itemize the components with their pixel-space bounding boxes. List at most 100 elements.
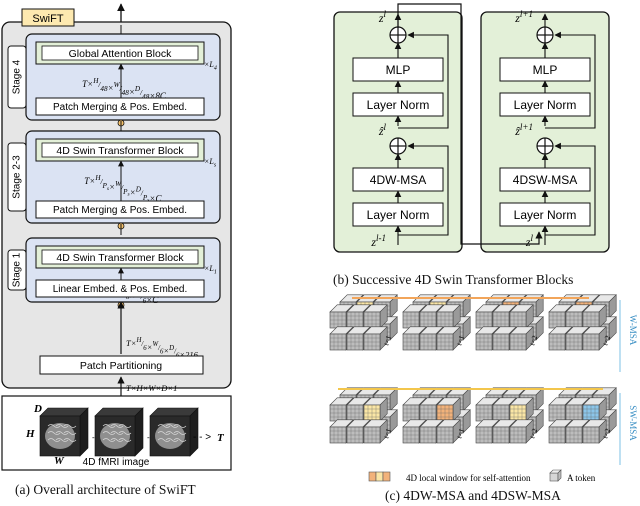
token-cube [436, 397, 461, 422]
attention-box-label: 4DSW-MSA [513, 173, 577, 187]
time-group: t=2 [475, 294, 544, 351]
axis-w-label: W [54, 455, 65, 467]
token-cube [509, 304, 534, 329]
caption-b: (b) Successive 4D Swin Transformer Block… [333, 272, 574, 287]
token-cube [509, 419, 534, 444]
time-group: t=1 [402, 294, 471, 351]
attention-box-label: 4DW-MSA [370, 173, 426, 187]
token-cube [363, 304, 388, 329]
stage-bottom-box [35, 279, 205, 298]
stage-bottom-label: Linear Embed. & Pos. Embed. [53, 284, 188, 295]
token-cube [582, 304, 607, 329]
swin-block-left: MLP Layer Norm 4DW-MSA Layer Norm zl ẑl zl-1 [333, 9, 463, 253]
mlp-box-label: MLP [533, 63, 558, 77]
time-group: t=2 [475, 387, 544, 444]
time-step-label: t=2 [600, 334, 612, 347]
swin-block-right: MLP Layer Norm 4DSW-MSA Layer Norm zl+1 ẑl+1 z… [480, 9, 610, 253]
token-cube [582, 326, 607, 351]
legend-token-icon [549, 469, 562, 482]
time-group: t=1 [329, 294, 398, 351]
stage-bottom-box [35, 200, 205, 219]
repeat-count: ×L1 [204, 264, 217, 276]
msa-row-label: SW-MSA [628, 405, 638, 441]
partition-dims: T×H/6×W/6×D/6×216 [126, 337, 199, 359]
input-dims: T×H×W×D×1 [126, 383, 177, 393]
stage-bottom-label: Patch Merging & Pos. Embed. [53, 205, 187, 216]
swift-badge-label: SwiFT [32, 13, 63, 25]
token-cube [436, 326, 461, 351]
svg-text:-: - [92, 433, 95, 442]
time-step-label: t=2 [527, 334, 539, 347]
stage-label-box [7, 142, 27, 212]
fmri-volume-1: - [39, 407, 95, 457]
time-step-label: t=2 [600, 427, 612, 440]
stage-label-box [7, 249, 27, 291]
axis-t-label: T [217, 432, 225, 444]
block-output-label: zl [378, 9, 387, 25]
axis-h-label: H [25, 428, 35, 440]
stage-label: Stage 2-3 [12, 155, 23, 199]
stage-label: Stage 1 [12, 252, 23, 287]
layer-norm-2-box-label: Layer Norm [514, 98, 577, 112]
time-step-label: t=2 [527, 427, 539, 440]
repeat-count: ×L4 [204, 60, 217, 72]
time-step-label: t=1 [454, 427, 466, 440]
layer-norm-1-box-label: Layer Norm [514, 208, 577, 222]
fmri-volume-2: - [94, 407, 150, 457]
token-cube [582, 397, 607, 422]
token-cube [582, 419, 607, 444]
legend-window-label: 4D local window for self-attention [406, 473, 531, 483]
stage-1: Stage 4 Global Attention Block ×L4T×H/48×W… [7, 33, 221, 132]
svg-text:-: - [147, 433, 150, 442]
token-cube [363, 397, 388, 422]
swift-badge [21, 8, 75, 27]
token-cube [509, 326, 534, 351]
block-mid-label: ẑl [378, 122, 387, 138]
patch-partitioning-label: Patch Partitioning [80, 360, 162, 372]
fmri-input-label: 4D fMRI image [83, 457, 150, 468]
block-input-label: zl-1 [370, 233, 386, 249]
attention-block-label: 4D Swin Transformer Block [56, 145, 184, 157]
attention-block-label: Global Attention Block [69, 48, 172, 60]
time-group: t=2 [548, 294, 617, 351]
stage-dims: T×H/48×W/48×D/48×8C [82, 77, 167, 101]
legend-token-label: A token [567, 473, 596, 483]
layer-norm-1-box-label: Layer Norm [367, 208, 430, 222]
time-group: t=1 [402, 387, 471, 444]
block-input-label: zl [525, 233, 534, 249]
stage-2: Stage 2-34D Swin Transformer Block×LsT×H… [7, 130, 221, 235]
token-cube [363, 419, 388, 444]
time-step-label: t=1 [454, 334, 466, 347]
token-cube [436, 304, 461, 329]
attention-block-label: 4D Swin Transformer Block [56, 252, 184, 264]
caption-c: (c) 4DW-MSA and 4DSW-MSA [385, 488, 561, 503]
msa-row-label: W-MSA [628, 315, 638, 346]
patch-partitioning-box [39, 355, 204, 375]
caption-a: (a) Overall architecture of SwiFT [15, 482, 196, 497]
block-output-label: zl+1 [514, 9, 533, 25]
axis-d-label: D [33, 403, 42, 415]
msa-row-2: t=1 t=1 t=2 t=2 SW-MSA [329, 387, 638, 465]
repeat-count: ×Ls [204, 157, 217, 169]
stage-3: Stage 14D Swin Transformer Block×L1T×H/6… [7, 237, 221, 314]
legend-window-icon [368, 471, 391, 482]
block-connector [397, 3, 543, 245]
block-mid-label: ẑl+1 [514, 122, 533, 138]
time-group: t=1 [329, 387, 398, 444]
stage-label-box [7, 45, 27, 109]
fmri-volume-3 [149, 407, 199, 457]
token-cube [363, 326, 388, 351]
stage-bottom-box [35, 97, 205, 116]
stage-label: Stage 4 [12, 59, 23, 94]
layer-norm-2-box-label: Layer Norm [367, 98, 430, 112]
time-arrow: - - > [193, 432, 211, 443]
token-cube [436, 419, 461, 444]
stage-bottom-label: Patch Merging & Pos. Embed. [53, 102, 187, 113]
mlp-box-label: MLP [386, 63, 411, 77]
token-cube [509, 397, 534, 422]
msa-row-1: t=1 t=1 t=2 t=2 W-MSA [329, 294, 638, 372]
time-step-label: t=1 [381, 334, 393, 347]
